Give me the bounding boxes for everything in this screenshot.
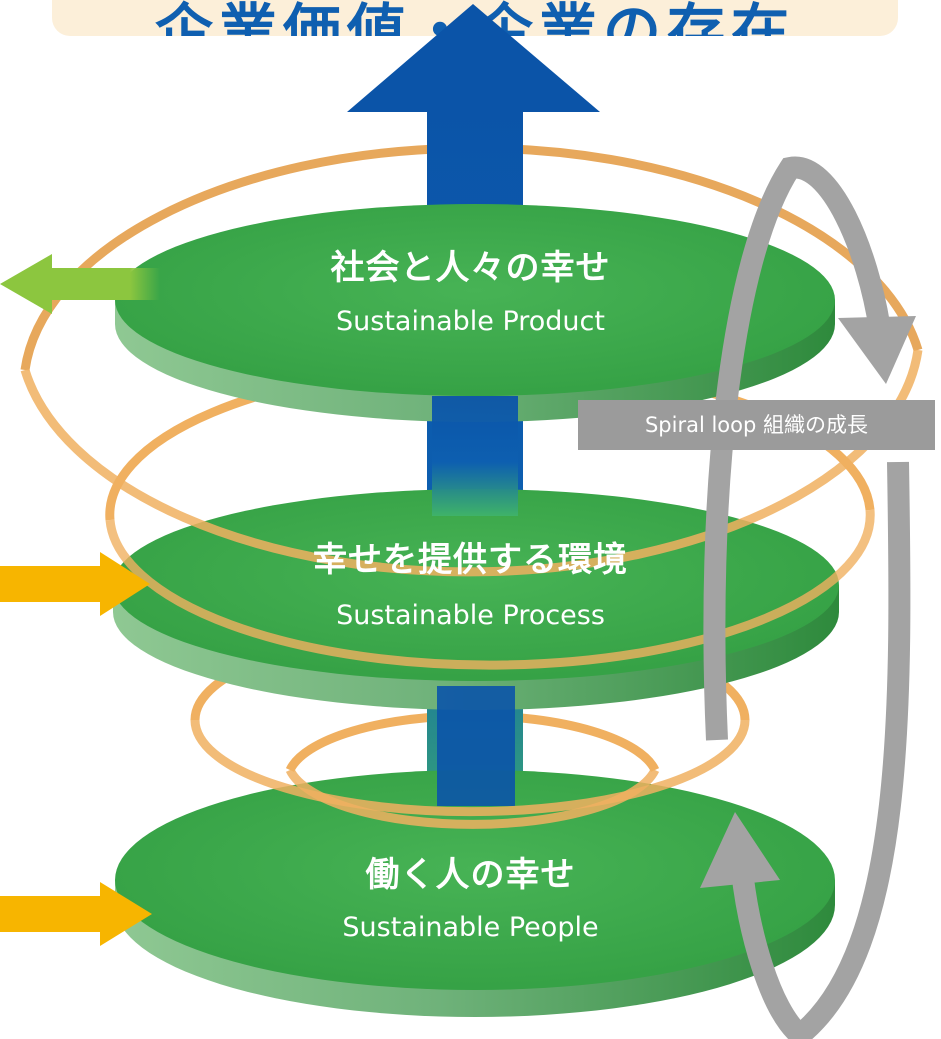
disc-product-top [115, 204, 835, 396]
input-arrow-people [0, 882, 152, 946]
orbit-ring-small-front [285, 767, 660, 829]
disc-process [113, 489, 839, 710]
output-arrow-left [0, 254, 160, 314]
arrow-head [347, 4, 600, 112]
tier-product-subtitle: Sustainable Product [336, 306, 605, 337]
orbit-rings-front [20, 349, 923, 829]
loop-arrow-lower-head [700, 812, 780, 888]
orbit-ring-top-front [20, 349, 923, 577]
tier-product-title: 社会と人々の幸せ [330, 248, 611, 288]
arrow-shaft-segments [432, 396, 518, 806]
input-arrow-people-shaft [0, 896, 102, 932]
input-arrow-process-shaft [0, 566, 102, 602]
orbit-ring-lower-front [190, 719, 750, 817]
spiral-loop-label: Spiral loop 組織の成長 [578, 400, 935, 450]
input-arrow-process-head [100, 552, 150, 616]
tier-process-title: 幸せを提供する環境 [313, 540, 628, 580]
orbit-ring-middle-front [105, 509, 875, 670]
tier-people-subtitle: Sustainable People [342, 912, 599, 943]
tier-people-title: 働く人の幸せ [365, 855, 576, 895]
tier-process-subtitle: Sustainable Process [336, 600, 605, 631]
disc-product [115, 204, 835, 422]
disc-people-top [115, 770, 835, 990]
loop-arrow-lower-path [731, 461, 911, 1039]
loop-arrow-upper-head [838, 316, 916, 384]
loop-arrow-upper-path [703, 156, 891, 741]
output-arrow-shaft [40, 268, 160, 300]
arrow-shaft-lower-segment [437, 686, 515, 806]
spiral-loop-arrows [700, 156, 916, 1039]
arrow-shaft-upper-segment [432, 396, 518, 516]
output-arrow-head [0, 254, 52, 314]
input-arrow-process [0, 552, 150, 616]
input-arrow-people-head [100, 882, 152, 946]
disc-process-top [113, 489, 839, 681]
disc-people [115, 770, 835, 1017]
